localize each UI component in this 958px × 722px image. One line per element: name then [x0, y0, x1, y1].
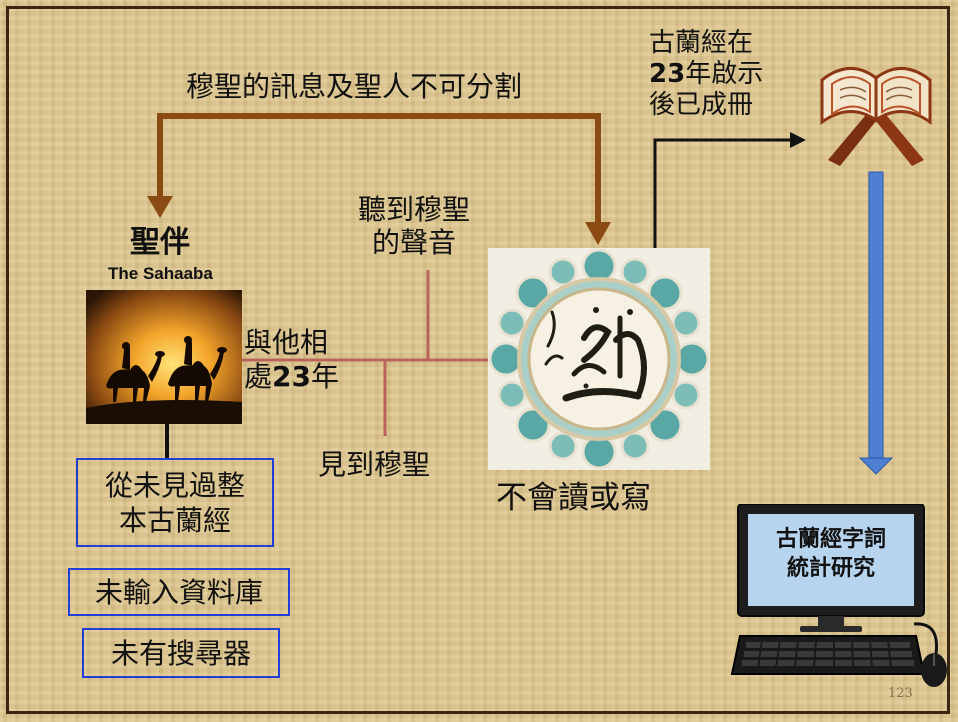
quran-years-number: 23 — [649, 59, 686, 90]
computer-screen-label: 古蘭經字詞 統計研究 — [748, 526, 914, 583]
arrow-head-to-quran — [790, 132, 806, 148]
companions-subtitle: The Sahaaba — [108, 264, 213, 283]
heard-voice-line2: 的聲音 — [372, 226, 457, 260]
computer-monitor-image — [730, 504, 947, 687]
slide-border — [6, 6, 950, 714]
heard-voice-line1: 聽到穆聖 — [358, 193, 471, 226]
never-saw-quran-box: 從未見過整 本古蘭經 — [76, 458, 274, 547]
quran-compiled-line1: 古蘭經在 — [649, 28, 754, 58]
quran-years-rest: 年啟示 — [685, 59, 764, 90]
lived-with-line2: 處23年 — [244, 360, 339, 394]
no-database-box: 未輸入資料庫 — [68, 568, 290, 616]
no-search-engine-box: 未有搜尋器 — [82, 628, 280, 678]
quran-compiled-text: 古蘭經在 23年啟示 後已成冊 — [649, 28, 763, 122]
arrow-head-to-prophet — [585, 222, 611, 245]
computer-label-line1: 古蘭經字詞 — [775, 527, 886, 552]
blue-arrow-head — [858, 457, 894, 475]
heard-voice-text: 聽到穆聖 的聲音 — [358, 193, 470, 259]
lived-with-pre: 處 — [244, 359, 273, 393]
never-saw-line2: 本古蘭經 — [118, 503, 231, 537]
message-bracket-line — [157, 113, 601, 232]
lived-with-line1: 與他相 — [244, 326, 329, 359]
saw-prophet-text: 見到穆聖 — [318, 448, 431, 481]
companions-title: 聖伴 — [130, 225, 190, 260]
quran-compiled-line2: 23年啟示 — [649, 59, 763, 90]
arrow-head-to-companions — [147, 196, 173, 218]
quran-compiled-line3: 後已成冊 — [649, 90, 754, 121]
never-saw-line1: 從未見過整 — [104, 468, 245, 502]
cannot-read-write-text: 不會讀或寫 — [496, 480, 651, 516]
quran-stand-image — [820, 67, 932, 166]
lived-with-post: 年 — [310, 359, 339, 393]
quran-compiled-line — [653, 138, 792, 248]
page-number: 123 — [888, 686, 913, 701]
message-label: 穆聖的訊息及聖人不可分割 — [186, 70, 523, 103]
lived-with-years: 23 — [272, 359, 311, 393]
lived-with-text: 與他相 處23年 — [244, 326, 339, 393]
computer-label-line2: 統計研究 — [786, 555, 875, 581]
blue-arrow-shaft — [868, 171, 884, 461]
camel-caravan-image — [86, 290, 242, 424]
prophet-calligraphy-medallion — [488, 248, 710, 470]
